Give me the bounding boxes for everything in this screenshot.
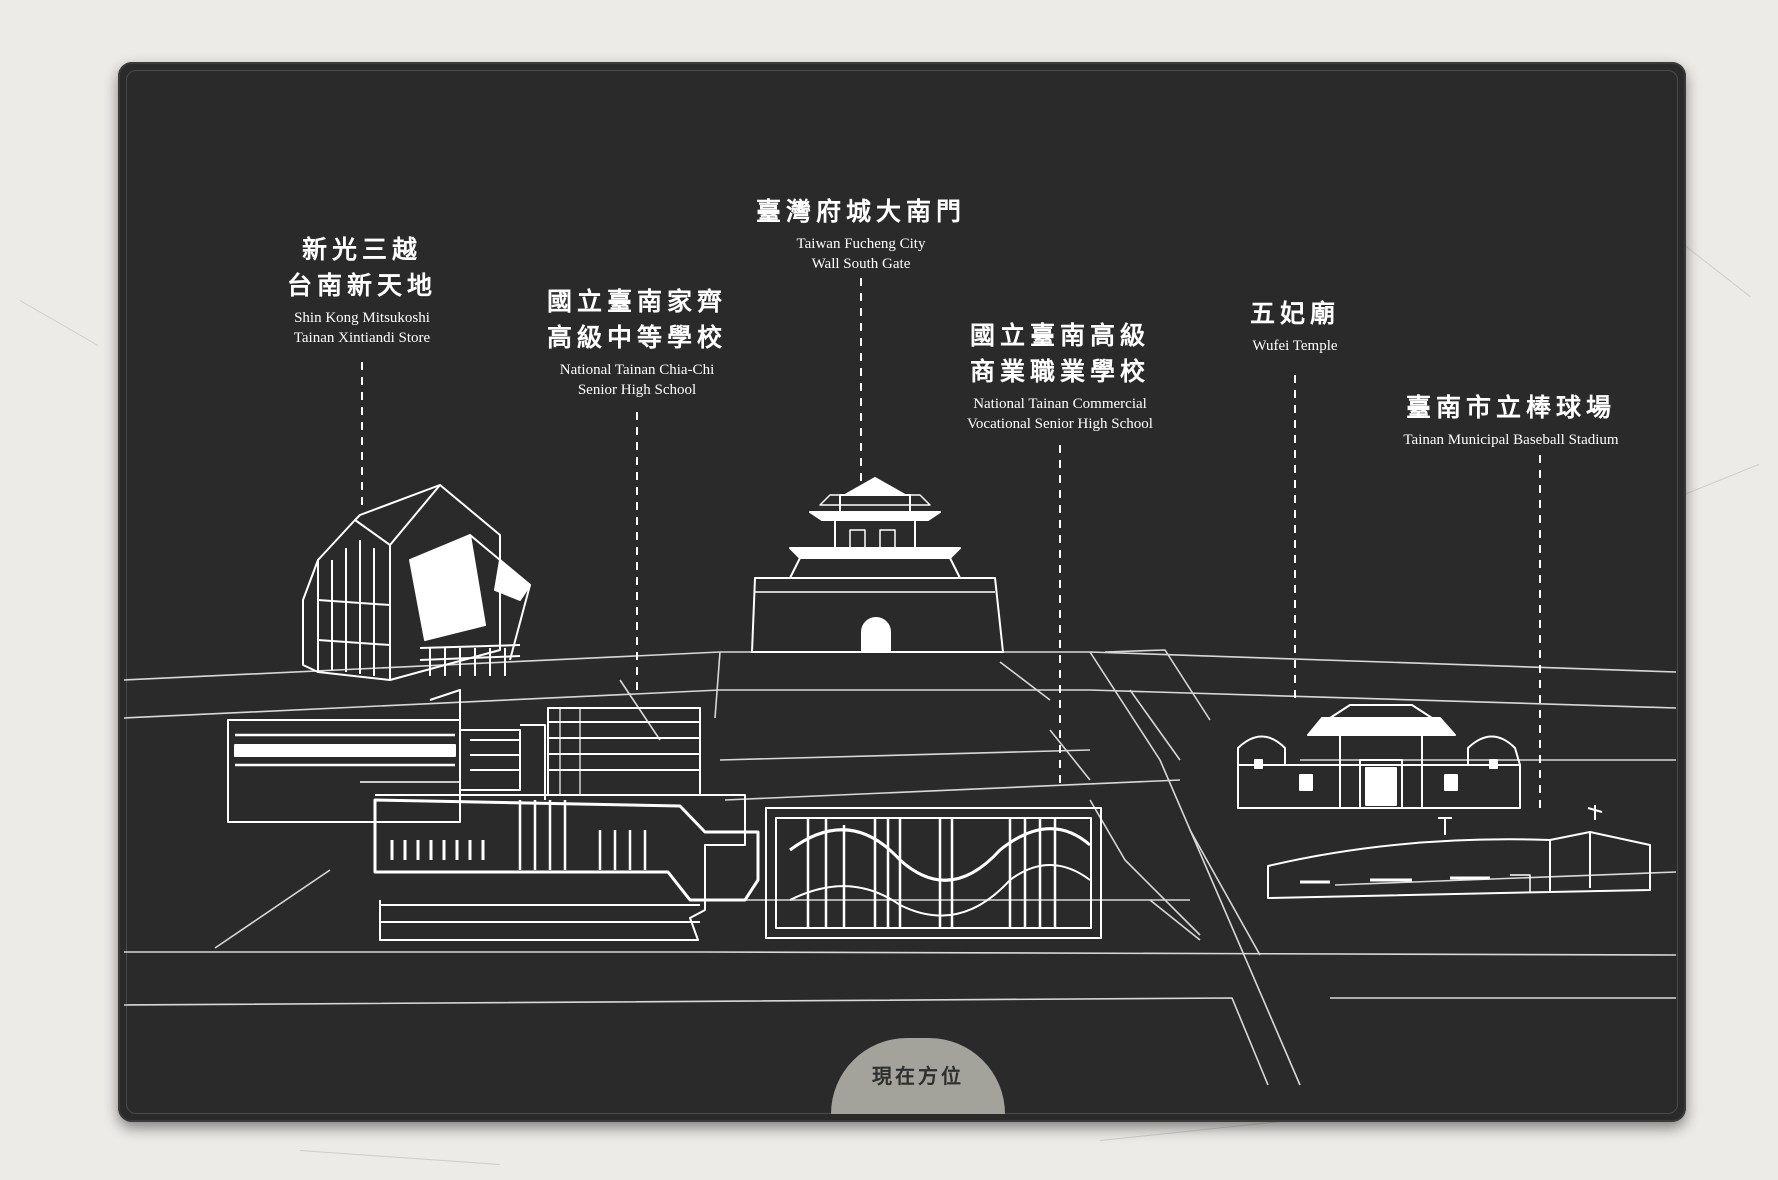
landmark-label-stadium: 臺南市立棒球場 Tainan Municipal Baseball Stadiu… (1403, 390, 1618, 450)
landmark-name-en-line: Vocational Senior High School (967, 416, 1153, 432)
landmark-name-en-line: Senior High School (577, 382, 697, 398)
landmark-name-zh: 高級中等學校 (546, 323, 728, 352)
wufei-temple-drawing (1237, 704, 1521, 809)
leader-lines (361, 278, 1541, 810)
southgate-drawing (751, 477, 1004, 653)
landmark-name-zh: 國立臺南高級 (969, 321, 1150, 350)
landmark-name-en-line: Taiwan Fucheng City (796, 236, 926, 252)
landmark-name-en-line: National Tainan Commercial (973, 396, 1147, 412)
landmark-name-zh: 臺灣府城大南門 (755, 197, 967, 226)
landmark-name-en: National Tainan Commercial Vocational Se… (967, 394, 1153, 434)
landmark-name-en-line: Tainan Xintiandi Store (293, 330, 431, 346)
landmark-label-southgate: 臺灣府城大南門 Taiwan Fucheng City Wall South G… (756, 194, 966, 274)
commercial-school-drawing (765, 807, 1102, 939)
street-grid (123, 649, 1677, 1086)
landmark-name-en: Shin Kong Mitsukoshi Tainan Xintiandi St… (287, 308, 437, 348)
landmark-name-en-line: Wufei Temple (1252, 338, 1338, 354)
landmark-label-chiachi: 國立臺南家齊 高級中等學校 National Tainan Chia-Chi S… (547, 284, 727, 400)
landmark-name-zh: 台南新天地 (286, 271, 438, 300)
stadium-drawing (1267, 805, 1651, 899)
landmark-name-en-line: Tainan Municipal Baseball Stadium (1403, 432, 1619, 448)
landmark-name-zh: 臺南市立棒球場 (1405, 393, 1616, 422)
landmark-name-en: Taiwan Fucheng City Wall South Gate (756, 234, 966, 274)
landmark-label-commercial: 國立臺南高級 商業職業學校 National Tainan Commercial… (967, 318, 1153, 434)
landmark-name-en-line: Shin Kong Mitsukoshi (294, 310, 430, 326)
landmark-name-zh: 國立臺南家齊 (546, 287, 728, 316)
landmark-name-en: National Tainan Chia-Chi Senior High Sch… (547, 360, 727, 400)
landmark-name-en-line: National Tainan Chia-Chi (559, 362, 715, 378)
landmark-name-en: Wufei Temple (1250, 336, 1340, 356)
landmark-label-shinkong: 新光三越 台南新天地 Shin Kong Mitsukoshi Tainan X… (287, 232, 437, 348)
shinkong-building-drawing (302, 484, 531, 681)
landmark-name-en-line: Wall South Gate (811, 256, 911, 272)
landmark-name-zh: 新光三越 (301, 235, 423, 264)
landmark-name-zh: 商業職業學校 (969, 357, 1150, 386)
current-location-label: 現在方位 (872, 1064, 964, 1088)
landmark-name-zh: 五妃廟 (1249, 299, 1341, 328)
landmark-label-wufei: 五妃廟 Wufei Temple (1250, 296, 1340, 356)
landmark-name-en: Tainan Municipal Baseball Stadium (1403, 430, 1618, 450)
chiachi-building-drawing (227, 689, 760, 941)
